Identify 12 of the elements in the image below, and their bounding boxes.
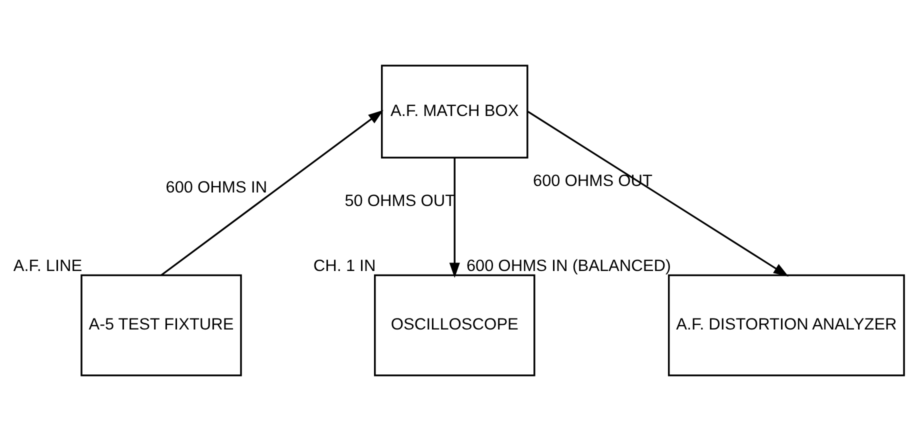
- node-label: CH. 1 IN: [312, 256, 376, 274]
- node-label: 600 OHMS IN (BALANCED): [466, 256, 670, 274]
- node-label: A.F. LINE: [12, 256, 82, 274]
- arrow: [527, 110, 788, 276]
- edge-label: 50 OHMS OUT: [344, 192, 455, 210]
- edge-label: 600 OHMS IN: [165, 178, 267, 196]
- arrow: [448, 157, 460, 278]
- node-box: A-5 TEST FIXTURE: [80, 274, 242, 376]
- node-box: A.F. MATCH BOX: [380, 64, 528, 158]
- node-box: A.F. DISTORTION ANALYZER: [667, 274, 904, 376]
- node-box: OSCILLOSCOPE: [374, 274, 535, 376]
- arrow: [160, 110, 383, 276]
